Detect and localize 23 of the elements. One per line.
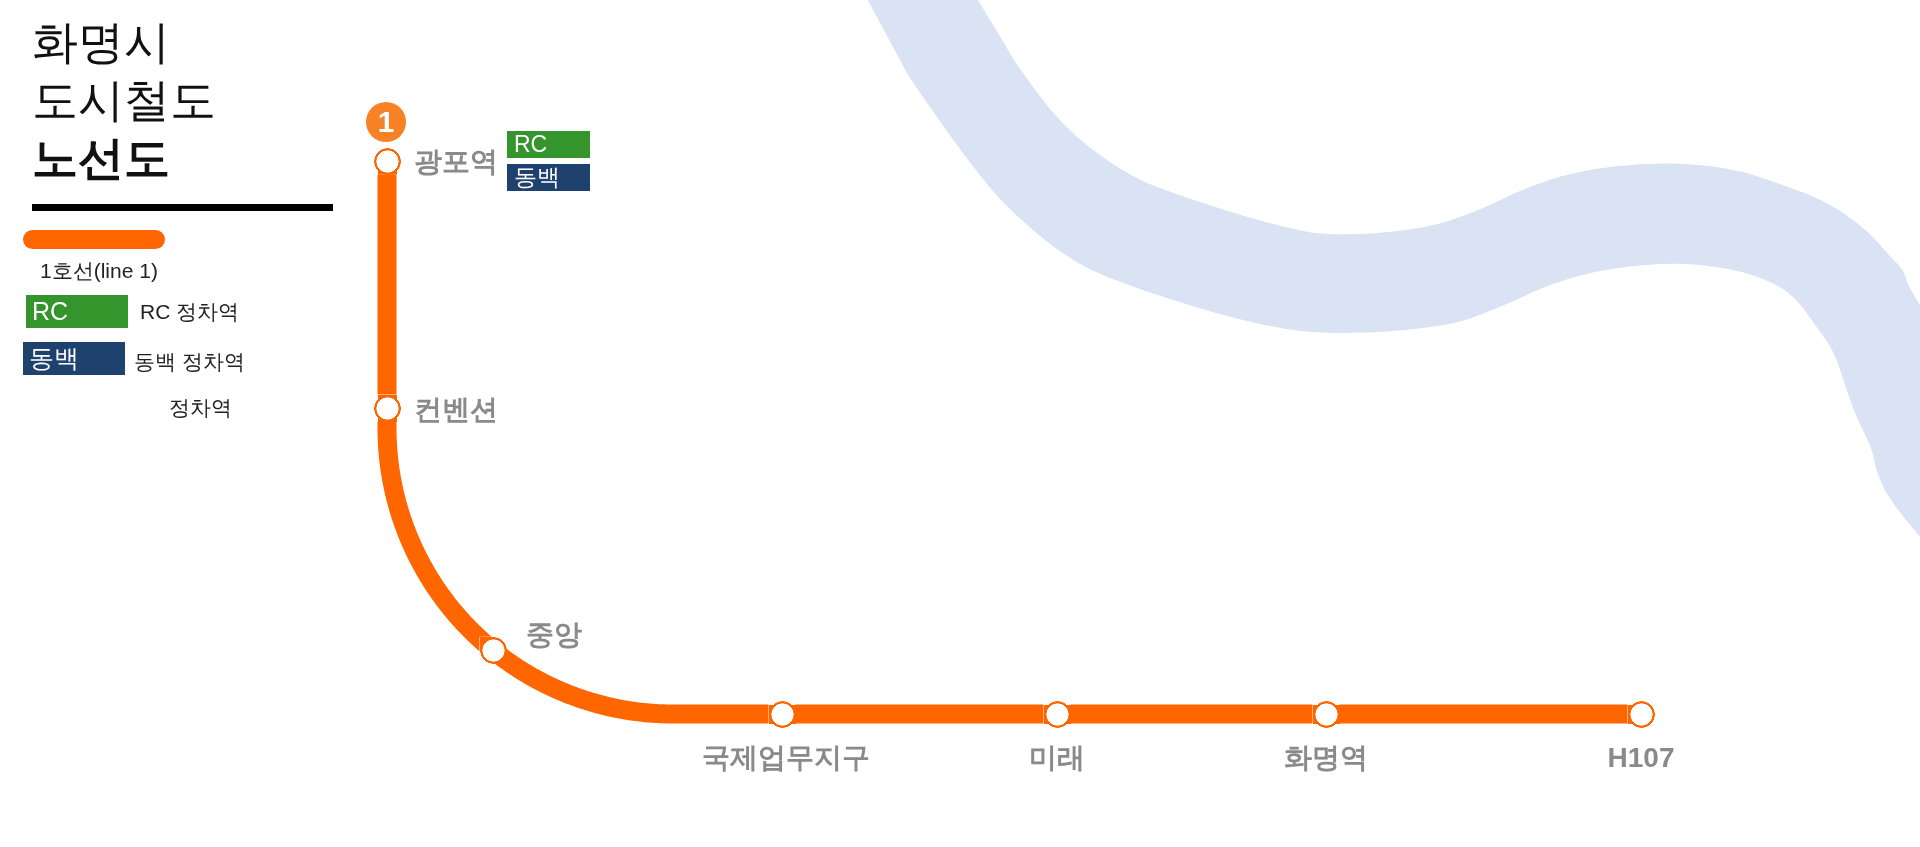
- route-line: [377, 174, 397, 395]
- station-name: 광포역: [414, 145, 498, 179]
- route-line: [494, 648, 769, 724]
- station-name: 중앙: [526, 618, 582, 652]
- legend-text: RC 정차역: [140, 299, 240, 325]
- legend-tag: 동백: [23, 342, 125, 375]
- legend-text: 동백 정차역: [134, 349, 245, 375]
- legend-text: 1호선(line 1): [40, 258, 158, 284]
- route-line: [795, 704, 1044, 724]
- service-tag: 동백: [507, 164, 590, 191]
- line-badge: 1: [366, 102, 406, 142]
- station-name: 미래: [1029, 741, 1085, 775]
- legend-tag: RC: [26, 295, 128, 328]
- route-line: [377, 421, 492, 652]
- service-tag: RC: [507, 131, 590, 158]
- station-name: 국제업무지구: [702, 741, 870, 775]
- station-name: 컨벤션: [414, 393, 498, 427]
- station-name: H107: [1607, 741, 1675, 775]
- legend-text: 정차역: [169, 395, 232, 421]
- route-line: [1070, 704, 1313, 724]
- title: 화명시 도시철도 노선도: [32, 15, 217, 186]
- route-line: [1339, 704, 1628, 724]
- station-name: 화명역: [1284, 741, 1368, 775]
